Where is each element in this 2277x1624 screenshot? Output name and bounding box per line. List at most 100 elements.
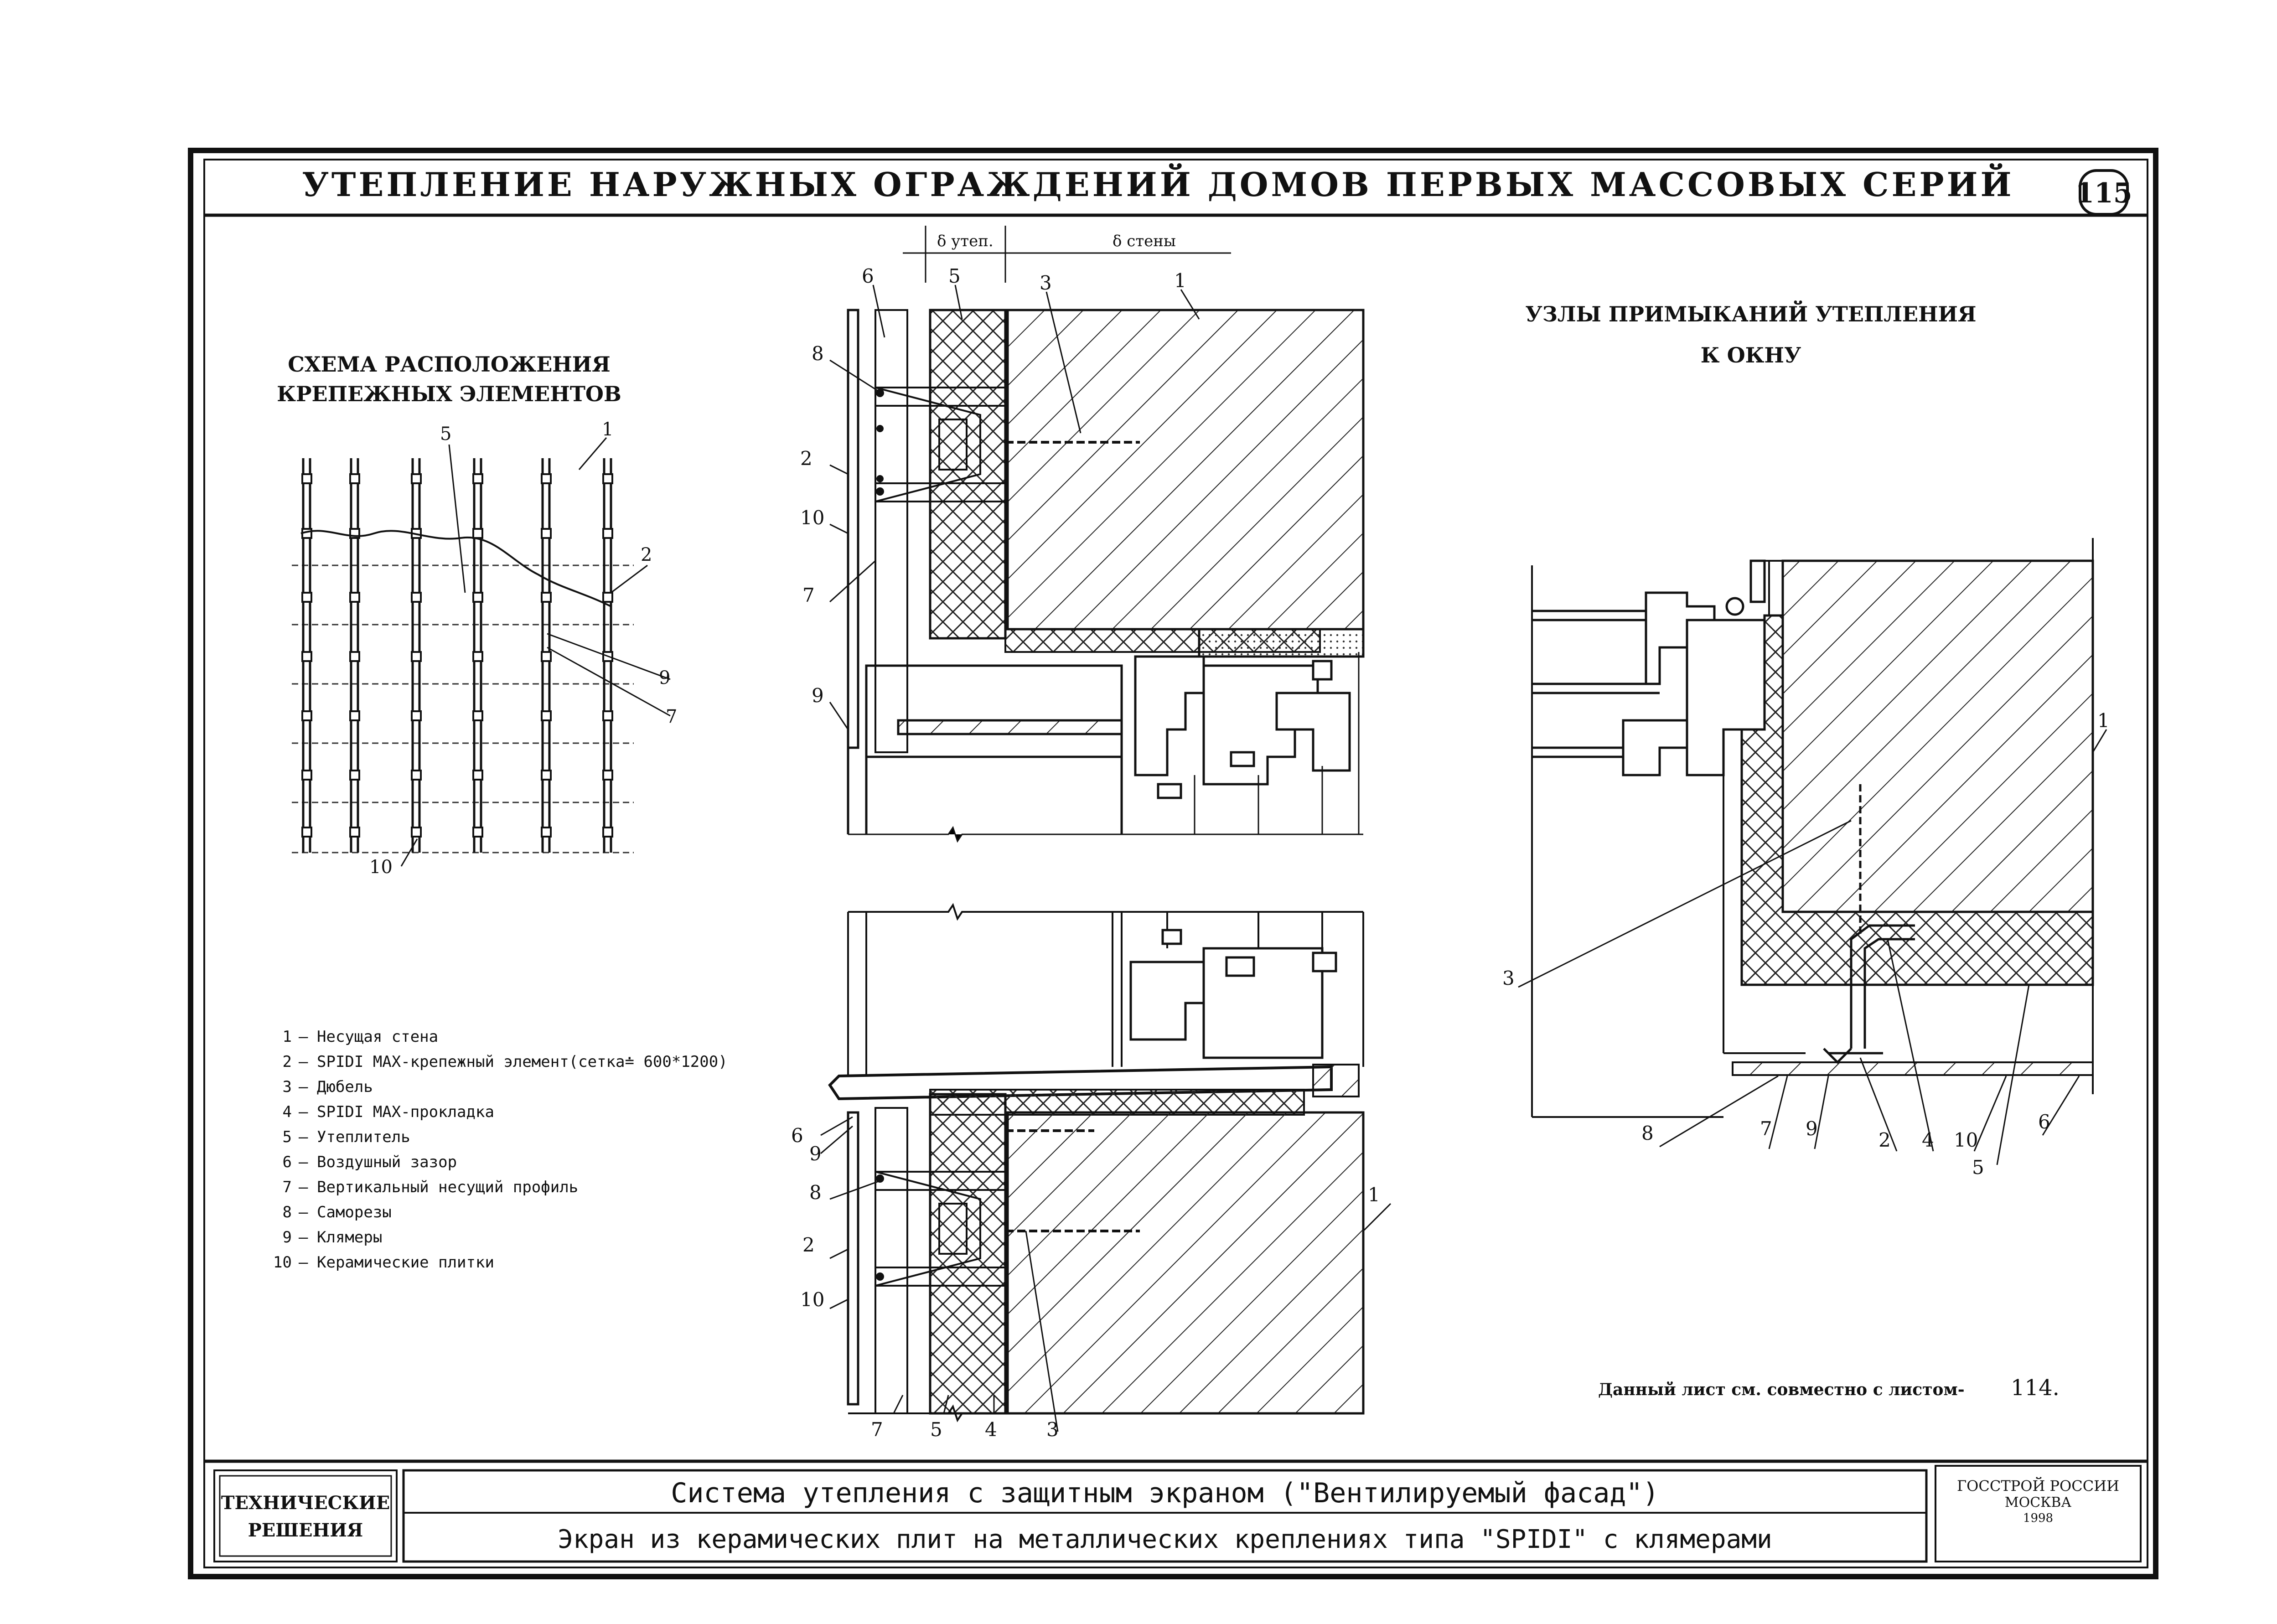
legend-text: Керамические плитки [317, 1253, 494, 1272]
legend-item: 7 – Вертикальный несущий профиль [283, 1178, 579, 1196]
node-label-8: 8 [1641, 1122, 1654, 1144]
scheme-title-line1: СХЕМА РАСПОЛОЖЕНИЯ [288, 352, 611, 377]
sheet-frame [188, 148, 2158, 1579]
top-label-7: 7 [802, 584, 815, 606]
section-top: δ утеп. δ стены [800, 226, 1365, 843]
top-label-8: 8 [812, 342, 824, 365]
note-sheet-ref: 114. [2011, 1375, 2060, 1401]
legend-text: Саморезы [317, 1203, 392, 1221]
legend-text: Дюбель [317, 1078, 373, 1096]
title-row1: Система утепления с защитным экраном ("В… [671, 1477, 1659, 1509]
window-junction-node: УЗЛЫ ПРИМЫКАНИЙ УТЕПЛЕНИЯ К ОКНУ [1502, 300, 2110, 1179]
top-label-1: 1 [1174, 269, 1186, 292]
node-label-5: 5 [1972, 1156, 1984, 1179]
scheme-title-line2: КРЕПЕЖНЫХ ЭЛЕМЕНТОВ [277, 382, 621, 406]
svg-text:–: – [299, 1103, 308, 1121]
legend-item: 10 – Керамические плитки [273, 1253, 494, 1272]
bottom-label-1: 1 [1368, 1184, 1380, 1206]
node-title-line1: УЗЛЫ ПРИМЫКАНИЙ УТЕПЛЕНИЯ [1525, 300, 1976, 326]
sheet-number: 115 [2075, 177, 2132, 209]
top-label-10: 10 [800, 507, 824, 529]
node-label-9: 9 [1806, 1117, 1818, 1140]
top-label-3: 3 [1040, 272, 1052, 294]
scheme-label-7: 7 [666, 706, 677, 727]
scheme-label-10: 10 [369, 857, 393, 878]
bottom-label-4: 4 [985, 1418, 997, 1441]
top-label-5: 5 [948, 265, 961, 287]
bottom-label-6: 6 [791, 1124, 803, 1147]
scheme-label-5: 5 [440, 424, 451, 445]
svg-text:–: – [299, 1153, 308, 1171]
scheme-tile-joints [292, 564, 634, 853]
legend-item: 6 – Воздушный зазор [283, 1153, 457, 1171]
legend-num: 2 [283, 1053, 292, 1071]
bottom-label-10: 10 [800, 1288, 824, 1311]
category-line1: ТЕХНИЧЕСКИЕ [221, 1492, 390, 1514]
fastener-scheme: СХЕМА РАСПОЛОЖЕНИЯ КРЕПЕЖНЫХ ЭЛЕМЕНТОВ [277, 352, 677, 878]
legend-item: 1 – Несущая стена [283, 1028, 439, 1046]
node-label-10: 10 [1954, 1129, 1978, 1151]
scheme-fasteners [301, 473, 613, 838]
legend-num: 6 [283, 1153, 292, 1171]
svg-text:–: – [299, 1178, 308, 1196]
legend-text: Воздушный зазор [317, 1153, 457, 1171]
svg-text:–: – [299, 1128, 308, 1146]
legend-text: SPIDI MAX-прокладка [317, 1103, 494, 1121]
dim-insulation-label: δ утеп. [937, 232, 994, 250]
node-label-1: 1 [2097, 709, 2110, 732]
bottom-label-3: 3 [1046, 1418, 1059, 1441]
bottom-label-5: 5 [930, 1418, 942, 1441]
legend-num: 3 [283, 1078, 292, 1096]
section-bottom: 6 9 8 2 10 7 5 4 3 1 [791, 903, 1392, 1441]
title-block: ТЕХНИЧЕСКИЕ РЕШЕНИЯ Система утепления с … [213, 1465, 2142, 1563]
legend-item: 8 – Саморезы [283, 1203, 392, 1221]
legend-num: 9 [283, 1228, 292, 1246]
top-wall-hatch [1006, 309, 1365, 631]
top-label-2: 2 [800, 447, 812, 470]
legend-item: 5 – Утеплитель [283, 1128, 410, 1146]
bottom-label-9: 9 [809, 1143, 822, 1165]
reference-note: Данный лист см. совместно с листом- 114. [1598, 1375, 2060, 1401]
node-label-2: 2 [1879, 1129, 1891, 1151]
svg-text:–: – [299, 1228, 308, 1246]
legend-num: 8 [283, 1203, 292, 1221]
legend-item: 2 – SPIDI MAX-крепежный элемент(сетка≐ 6… [283, 1053, 728, 1071]
scheme-label-1: 1 [602, 419, 613, 440]
top-label-6: 6 [862, 265, 874, 287]
sheet-number-badge: 115 [2075, 169, 2132, 216]
legend-num: 4 [283, 1103, 292, 1121]
node-label-7: 7 [1760, 1117, 1772, 1140]
bottom-label-7: 7 [871, 1418, 883, 1441]
scheme-label-2: 2 [641, 544, 652, 565]
scheme-break-line [300, 530, 611, 607]
bottom-wall-hatch [1006, 1111, 1365, 1415]
legend-text: Клямеры [317, 1228, 382, 1246]
sheet-title: УТЕПЛЕНИЕ НАРУЖНЫХ ОГРАЖДЕНИЙ ДОМОВ ПЕРВ… [302, 163, 2014, 204]
node-wall-hatch [1781, 559, 2094, 913]
top-label-9: 9 [812, 684, 824, 707]
legend-item: 3 – Дюбель [283, 1078, 373, 1096]
legend-num: 1 [283, 1028, 292, 1046]
svg-text:–: – [299, 1078, 308, 1096]
org-line1: ГОССТРОЙ РОССИИ [1957, 1477, 2119, 1495]
node-label-4: 4 [1922, 1129, 1934, 1151]
legend-text: Вертикальный несущий профиль [317, 1178, 578, 1196]
svg-text:–: – [299, 1053, 308, 1071]
dim-wall-label: δ стены [1113, 232, 1176, 250]
title-row2: Экран из керамических плит на металличес… [558, 1525, 1772, 1554]
legend-text: Несущая стена [317, 1028, 438, 1046]
node-title-line2: К ОКНУ [1701, 343, 1801, 367]
legend: 1 – Несущая стена 2 – SPIDI MAX-крепежны… [273, 1028, 728, 1272]
note-text: Данный лист см. совместно с листом- [1598, 1380, 1965, 1399]
legend-text: Утеплитель [317, 1128, 410, 1146]
legend-num: 5 [283, 1128, 292, 1146]
org-line2: МОСКВА [2005, 1495, 2072, 1510]
node-ceramic-tile [1732, 1061, 2094, 1076]
node-label-6: 6 [2038, 1111, 2050, 1133]
legend-num: 10 [273, 1253, 292, 1272]
legend-num: 7 [283, 1178, 292, 1196]
org-line3: 1998 [2023, 1511, 2053, 1525]
legend-item: 9 – Клямеры [283, 1228, 383, 1246]
bottom-label-2: 2 [802, 1234, 815, 1256]
